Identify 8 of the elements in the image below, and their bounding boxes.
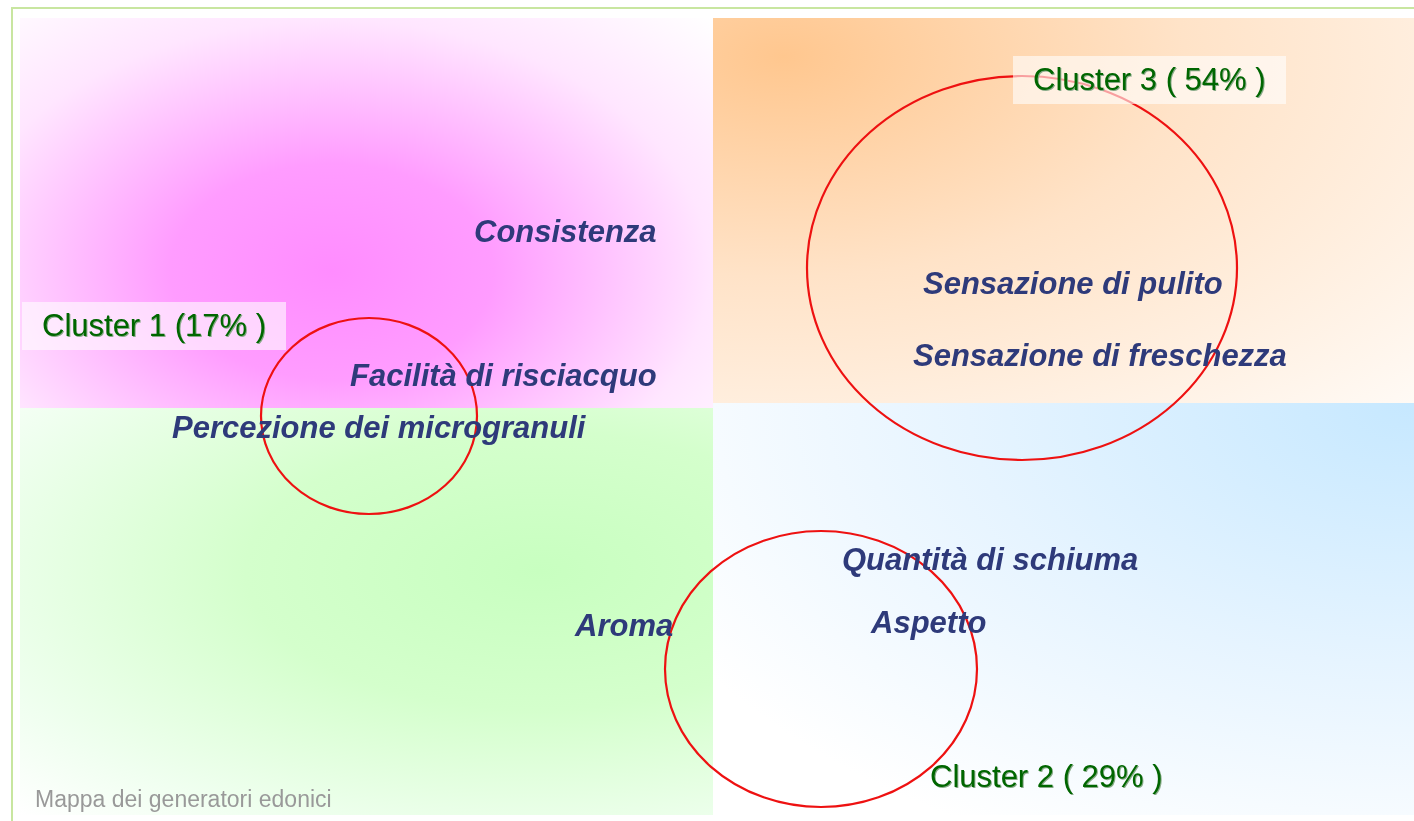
attribute-label: Consistenza: [474, 214, 657, 250]
cluster-label: Cluster 1 (17% ): [22, 302, 286, 350]
caption: Mappa dei generatori edonici: [35, 786, 332, 813]
cluster-label: Cluster 2 ( 29% ): [929, 758, 1164, 796]
attribute-label: Aroma: [575, 608, 674, 644]
cluster-label: Cluster 3 ( 54% ): [1013, 56, 1286, 104]
attribute-label: Facilità di risciacquo: [350, 358, 657, 394]
attribute-label: Sensazione di pulito: [923, 266, 1223, 302]
